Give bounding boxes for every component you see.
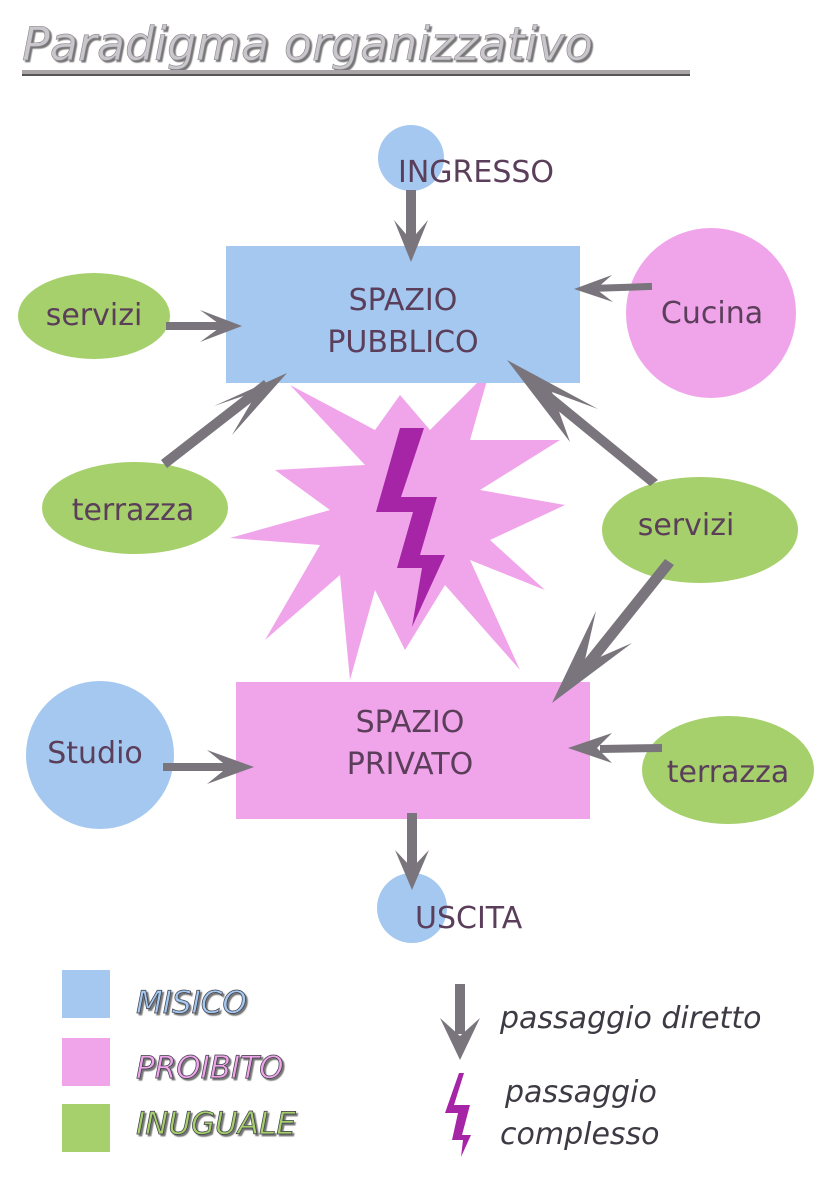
servizi-left-label: servizi <box>46 298 143 333</box>
studio-node <box>26 681 174 829</box>
page-title: Paradigma organizzativo <box>22 17 593 71</box>
terrazza-right-node <box>642 716 814 824</box>
arrow-cucina-to-public <box>574 275 653 302</box>
servizi-left-node <box>18 273 170 359</box>
starburst-conflict-shape <box>230 370 565 680</box>
arrow-ingresso-to-public <box>394 190 428 262</box>
arrow-terrazza-to-public <box>161 373 287 468</box>
arrow-terrazza-to-private <box>568 733 662 763</box>
legend-complex-bolt-icon <box>445 1073 471 1157</box>
public-space-label-line2: PUBBLICO <box>327 325 478 360</box>
arrow-studio-to-private <box>163 750 254 784</box>
uscita-node <box>377 873 447 943</box>
arrow-private-to-uscita <box>395 813 429 890</box>
arrow-servizi-right-to-private <box>552 559 674 703</box>
legend-complex-label-line1: passaggio <box>504 1075 657 1110</box>
ingresso-label: INGRESSO <box>398 155 554 190</box>
studio-label: Studio <box>47 736 143 771</box>
legend-direct-label: passaggio diretto <box>499 1001 761 1036</box>
title-underline-shadow <box>22 74 690 76</box>
legend-label-inuguale: INUGUALE <box>136 1106 296 1142</box>
servizi-right-label: servizi <box>638 508 735 543</box>
private-space-box <box>236 682 590 819</box>
cucina-label: Cucina <box>661 296 763 331</box>
title-underline <box>22 70 690 74</box>
legend-complex-label-line2: complesso <box>500 1117 660 1152</box>
ingresso-node <box>378 125 444 191</box>
private-space-label-line2: PRIVATO <box>347 747 474 782</box>
legend-label-proibito: PROIBITO <box>136 1050 284 1086</box>
arrow-servizi-right-to-public <box>507 360 658 486</box>
cucina-node <box>626 228 796 398</box>
public-space-label-line1: SPAZIO <box>349 283 458 318</box>
legend-swatch-inuguale <box>62 1104 110 1152</box>
servizi-right-node <box>602 477 798 583</box>
lightning-bolt-icon <box>376 428 445 627</box>
uscita-label: USCITA <box>415 901 523 936</box>
legend-swatch-proibito <box>62 1038 110 1086</box>
legend-swatch-misico <box>62 970 110 1018</box>
public-space-box <box>226 246 580 383</box>
legend-label-misico: MISICO <box>136 985 247 1021</box>
terrazza-left-node <box>42 462 228 554</box>
private-space-label-line1: SPAZIO <box>356 705 465 740</box>
legend-direct-arrow-icon <box>440 984 480 1060</box>
terrazza-left-label: terrazza <box>72 493 195 528</box>
arrow-servizi-to-public <box>166 310 242 342</box>
terrazza-right-label: terrazza <box>667 755 790 790</box>
